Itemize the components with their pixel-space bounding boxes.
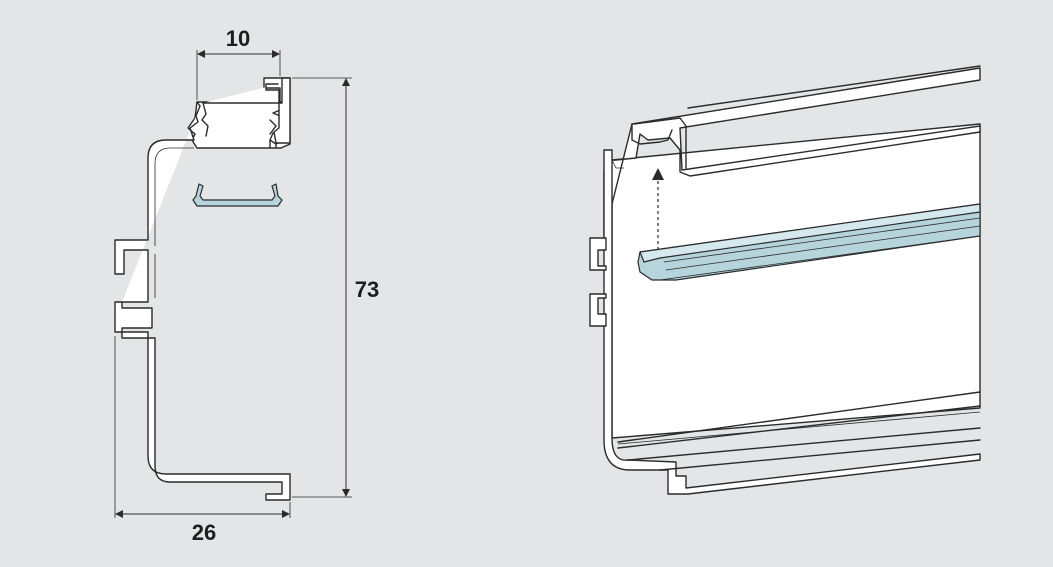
profile-inner-wall: [154, 147, 194, 298]
profile-front-wall: [603, 149, 981, 495]
led-clip-section: [192, 183, 283, 207]
profile-body: [114, 77, 291, 501]
hook-slot-lower: [589, 293, 607, 327]
mounting-arrow-head: [652, 168, 664, 180]
profile-bottom-channel: [617, 391, 981, 471]
top-groove: [196, 101, 277, 137]
perspective-drawing: [589, 65, 981, 495]
dim-label-bottom-width: 26: [192, 520, 216, 545]
profile-section: [187, 77, 291, 149]
dim-label-height: 73: [355, 277, 379, 302]
cross-section-drawing: 10 73 26: [114, 26, 379, 545]
profile-back-wall: [611, 123, 981, 439]
hook-slot-upper: [589, 237, 607, 271]
dim-label-top-width: 10: [226, 26, 250, 51]
